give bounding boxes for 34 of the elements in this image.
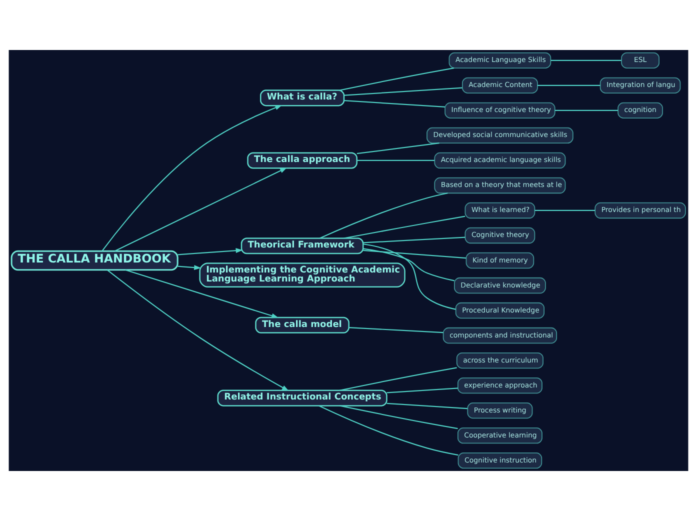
connector [344,86,462,96]
connector [363,248,454,281]
connector [348,326,444,333]
connector [356,159,434,161]
node-box: THE CALLA HANDBOOK [10,250,178,270]
connector [363,243,456,310]
node-box: The calla model [255,316,350,333]
connector [550,59,622,60]
connector [534,209,596,211]
connector [344,100,445,108]
connector [363,249,466,258]
node-box: Related Instructional Concepts [217,389,388,406]
node-box: What is calla? [260,89,345,106]
arrow [178,264,202,270]
node-box: Theorical Framework [240,237,364,254]
node-box: Implementing the Cognitive Academic Language Learning Approach [199,262,406,288]
arrow [106,268,289,391]
connector [339,404,458,429]
connector [554,109,618,110]
connector [386,387,458,393]
node-box: The calla approach [247,152,358,168]
connector [319,192,448,238]
connector [339,67,454,90]
connector [344,215,466,238]
connector [386,402,468,409]
connector [363,236,466,243]
arrow [114,167,288,252]
connector [339,366,457,390]
connector [356,142,440,154]
arrow [102,104,282,251]
arrow [125,268,279,318]
connector [538,84,600,86]
connector [318,404,458,456]
arrow [178,248,243,255]
